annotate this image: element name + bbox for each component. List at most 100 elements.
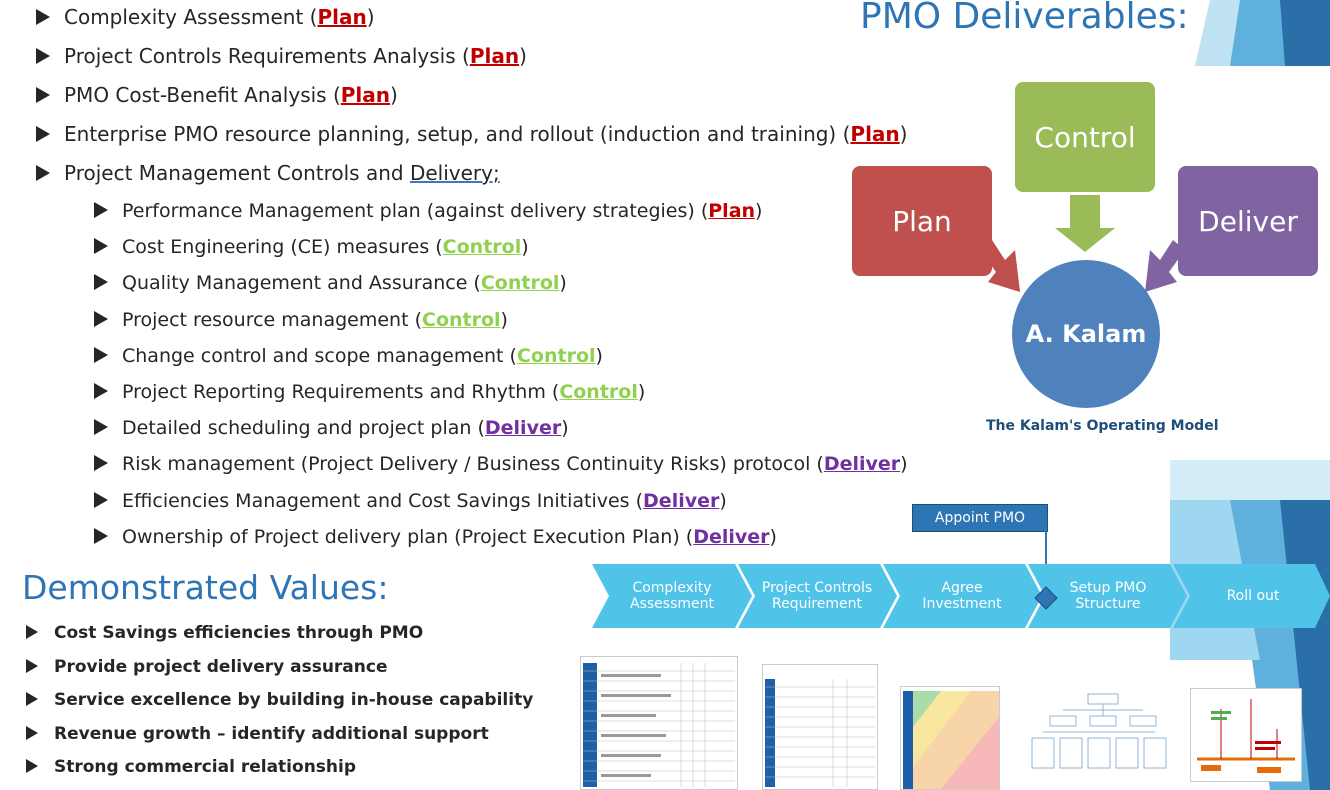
main-item-tag: Plan	[850, 122, 900, 146]
thumbnail-heatmap	[900, 686, 1000, 790]
bullet-arrow-icon	[26, 658, 38, 673]
sub-item-tag: Deliver	[484, 417, 562, 440]
model-caption: The Kalam's Operating Model	[986, 418, 1219, 434]
main-item-4: Project Management Controls and Delivery…	[36, 162, 500, 184]
main-item-close: )	[519, 44, 527, 68]
main-item-text: Project Controls Requirements Analysis (	[64, 44, 470, 68]
sub-item-text: Efficiencies Management and Cost Savings…	[122, 489, 644, 512]
sub-item-tag: Plan	[708, 200, 756, 222]
sub-item-close: )	[637, 381, 646, 403]
sub-item-9: Ownership of Project delivery plan (Proj…	[94, 526, 777, 548]
sub-item-tag: Deliver	[693, 525, 770, 548]
center-circle: A. Kalam	[1012, 260, 1160, 408]
main-item-close: )	[366, 5, 375, 29]
sub-item-close: )	[559, 272, 567, 295]
bullet-arrow-icon	[26, 625, 38, 639]
main-item-text: Enterprise PMO resource planning, setup,…	[64, 122, 851, 146]
bullet-arrow-icon	[94, 491, 108, 508]
sub-item-8: Efficiencies Management and Cost Savings…	[94, 490, 727, 512]
page-title: PMO Deliverables:	[860, 0, 1189, 37]
sub-item-5: Project Reporting Requirements and Rhyth…	[94, 381, 645, 403]
bullet-arrow-icon	[36, 126, 50, 142]
main-item-0: Complexity Assessment (Plan)	[36, 6, 375, 28]
chevron-4	[1028, 564, 1187, 628]
sub-item-tag: Control	[559, 381, 638, 403]
sub-item-close: )	[561, 417, 569, 440]
sub-item-close: )	[521, 236, 529, 259]
main-item-tag: Plan	[469, 44, 520, 68]
bullet-arrow-icon	[94, 455, 108, 472]
sub-item-text: Quality Management and Assurance (	[122, 272, 481, 295]
sub-item-0: Performance Management plan (against del…	[94, 200, 762, 222]
main-item-tag: Plan	[340, 83, 390, 107]
diagonal-arrow-right-icon	[1145, 240, 1185, 292]
bullet-arrow-icon	[94, 274, 108, 291]
thumbnail-org-chart	[1030, 690, 1180, 780]
sub-item-close: )	[900, 453, 908, 476]
bullet-arrow-icon	[94, 419, 108, 436]
chevron-5	[1173, 564, 1330, 628]
step-project-controls: Project Controls Requirement	[761, 580, 873, 612]
sub-item-7: Risk management (Project Delivery / Busi…	[94, 453, 908, 475]
sub-item-3: Project resource management (Control)	[94, 309, 508, 331]
center-label: A. Kalam	[1025, 320, 1147, 348]
sub-item-close: )	[769, 525, 777, 548]
main-item-text: Complexity Assessment (	[64, 5, 318, 29]
value-text: Cost Savings efficiencies through PMO	[54, 623, 424, 643]
step-setup-pmo: Setup PMO Structure	[1069, 580, 1147, 612]
sub-item-tag: Deliver	[823, 453, 901, 476]
sub-item-text: Change control and scope management (	[122, 344, 517, 367]
corner-decoration-top	[1180, 0, 1330, 66]
main-item-tag: Plan	[317, 5, 367, 29]
value-item-2: Service excellence by building in-house …	[26, 690, 533, 710]
value-text: Strong commercial relationship	[54, 757, 357, 778]
bullet-arrow-icon	[26, 725, 38, 740]
bullet-arrow-icon	[94, 238, 108, 255]
chevron-1	[592, 564, 752, 628]
main-item-2: PMO Cost-Benefit Analysis (Plan)	[36, 84, 398, 106]
chevron-3	[883, 564, 1042, 628]
sub-item-close: )	[595, 344, 603, 367]
chevron-2	[738, 564, 897, 628]
main-item-close: )	[899, 122, 908, 146]
value-item-1: Provide project delivery assurance	[26, 657, 387, 677]
sub-item-close: )	[755, 200, 763, 222]
value-item-3: Revenue growth – identify additional sup…	[26, 724, 489, 744]
sub-item-tag: Control	[516, 344, 596, 367]
sub-item-tag: Deliver	[643, 489, 720, 512]
sub-item-4: Change control and scope management (Con…	[94, 345, 603, 367]
sub-item-text: Cost Engineering (CE) measures (	[122, 236, 443, 259]
value-item-0: Cost Savings efficiencies through PMO	[26, 623, 423, 643]
sub-item-tag: Control	[422, 308, 501, 331]
deliver-box: Deliver	[1178, 166, 1318, 276]
bullet-arrow-icon	[26, 692, 38, 707]
bullet-arrow-icon	[36, 165, 50, 181]
sub-item-close: )	[500, 308, 508, 331]
sub-item-tag: Control	[442, 236, 522, 259]
step-complexity-assessment: Complexity Assessment	[630, 580, 714, 612]
main-item-close: )	[390, 83, 398, 107]
sub-item-text: Performance Management plan (against del…	[122, 200, 709, 222]
thumbnail-complexity-table	[580, 656, 738, 790]
value-text: Service excellence by building in-house …	[54, 690, 534, 711]
sub-item-text: Project Reporting Requirements and Rhyth…	[122, 381, 560, 403]
milestone-diamond	[1034, 586, 1058, 610]
value-text: Provide project delivery assurance	[54, 656, 388, 677]
main-item-tag: Delivery;	[409, 161, 500, 185]
sub-item-text: Project resource management (	[122, 308, 422, 331]
control-box: Control	[1015, 82, 1155, 192]
bullet-arrow-icon	[36, 48, 50, 64]
bullet-arrow-icon	[36, 9, 50, 25]
sub-item-text: Detailed scheduling and project plan (	[122, 417, 485, 440]
process-chevrons	[592, 530, 1330, 628]
sub-item-2: Quality Management and Assurance (Contro…	[94, 272, 567, 294]
sub-item-close: )	[719, 489, 727, 512]
thumbnail-timeline	[1190, 688, 1302, 782]
sub-item-1: Cost Engineering (CE) measures (Control)	[94, 236, 529, 258]
bullet-arrow-icon	[94, 383, 108, 399]
main-item-text: PMO Cost-Benefit Analysis (	[64, 83, 341, 107]
sub-item-6: Detailed scheduling and project plan (De…	[94, 417, 569, 439]
main-item-1: Project Controls Requirements Analysis (…	[36, 45, 527, 67]
model-arrows	[980, 195, 1185, 292]
callout-label: Appoint PMO	[934, 510, 1026, 526]
